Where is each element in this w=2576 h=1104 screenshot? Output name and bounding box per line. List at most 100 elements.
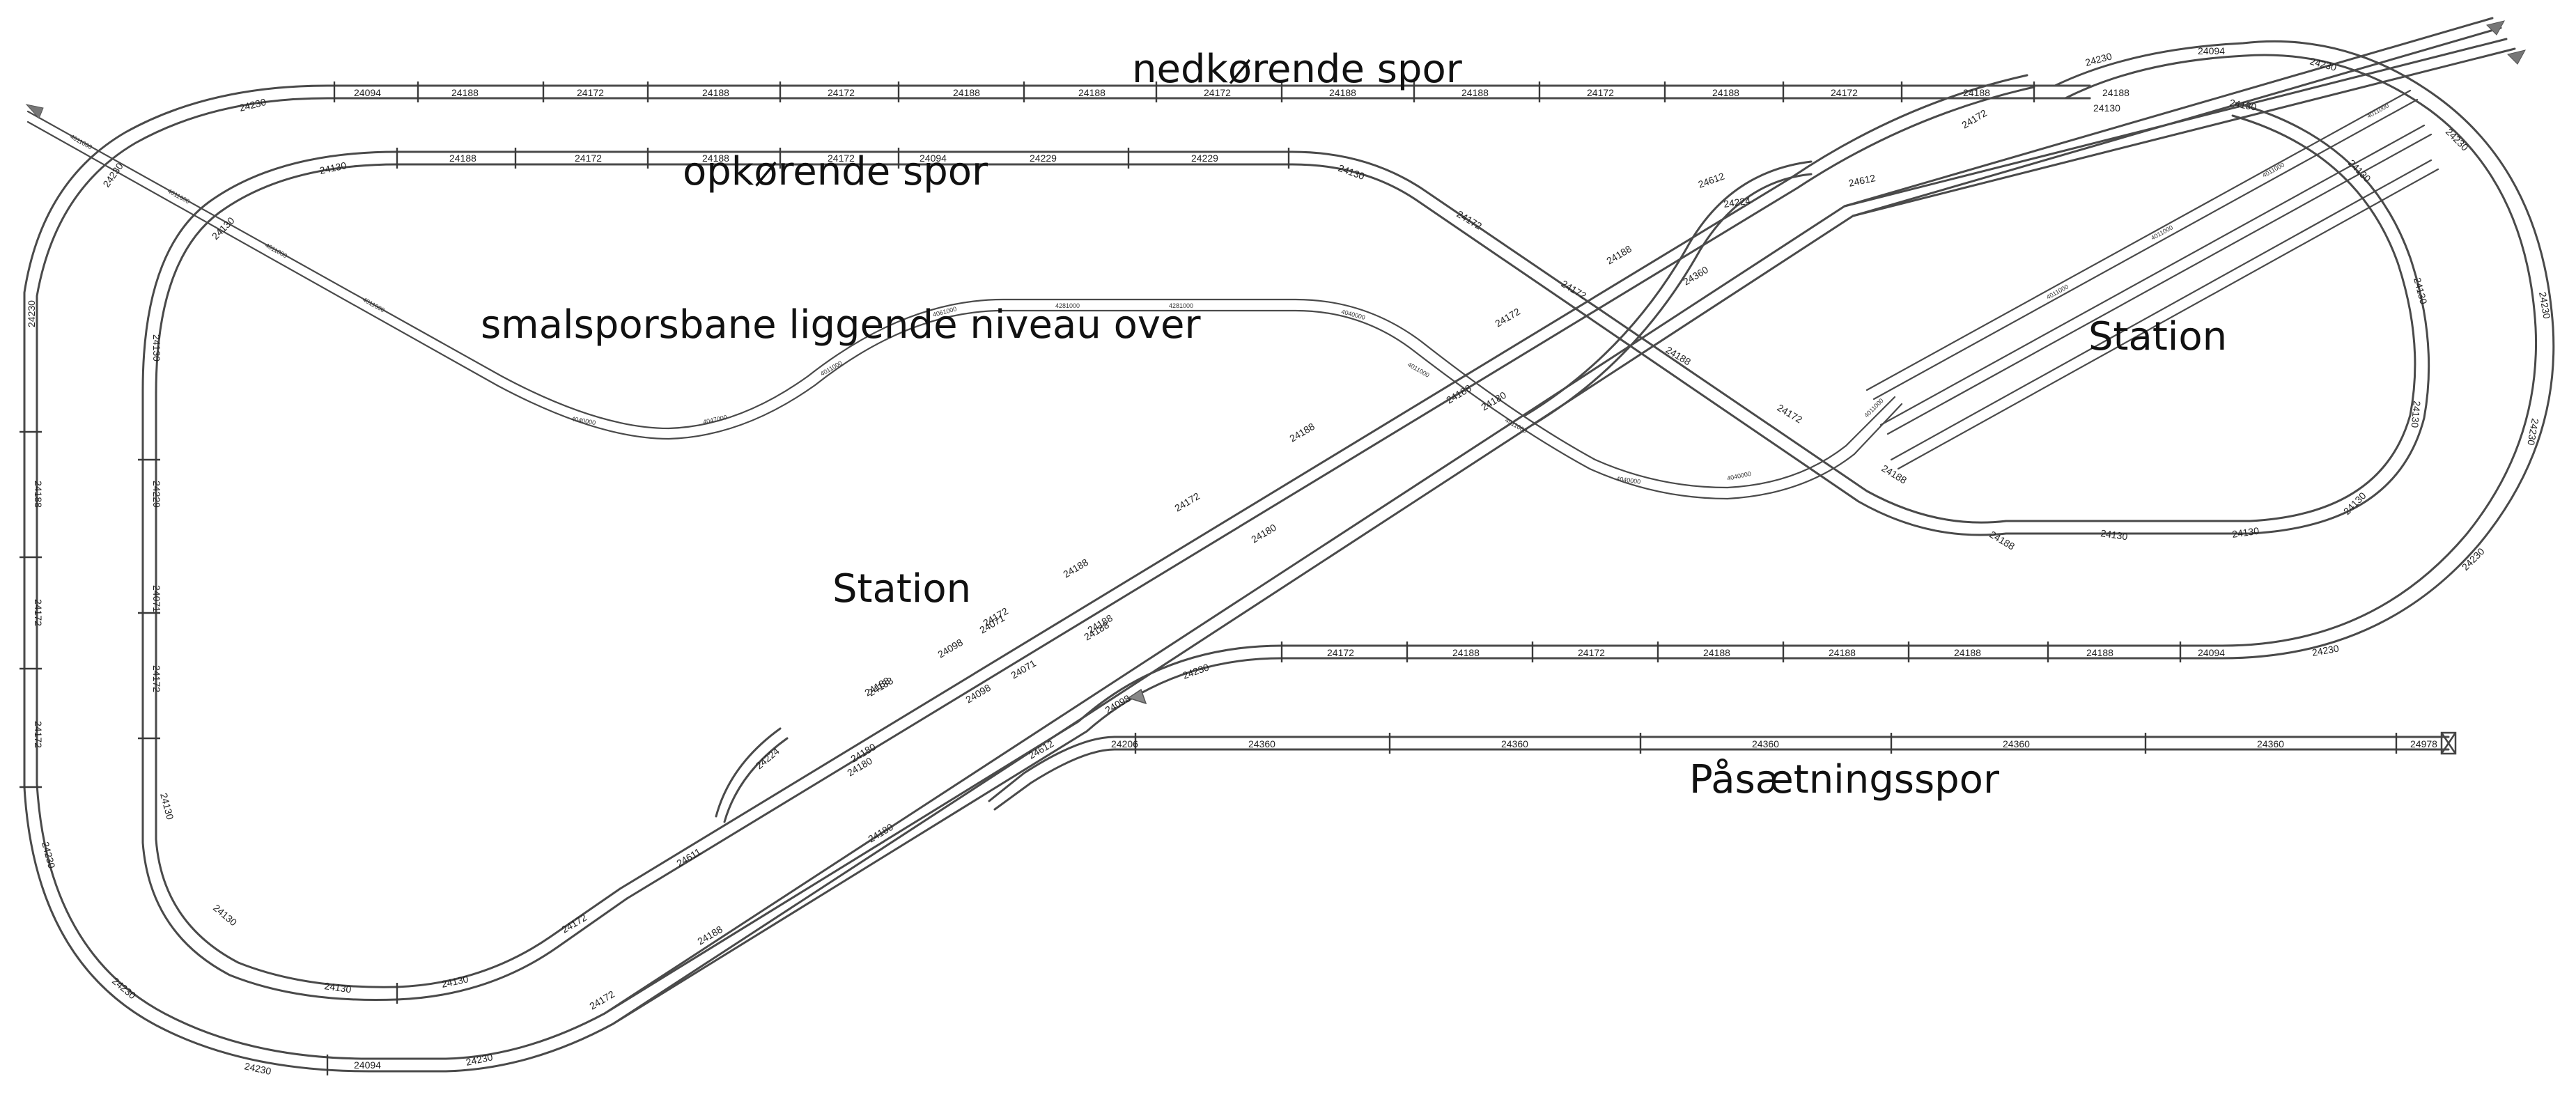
piece-label: 24230 xyxy=(243,1060,272,1077)
piece-label: 24188 xyxy=(953,87,980,98)
piece-label: 24172 xyxy=(1831,87,1858,98)
piece-label: 4040000 xyxy=(1726,470,1751,482)
piece-label: 24130 xyxy=(2093,102,2120,114)
piece-label: 24094 xyxy=(354,1059,381,1071)
piece-label: 24224 xyxy=(754,745,782,771)
piece-label: 24130 xyxy=(158,792,176,821)
station-label-center: Station xyxy=(832,566,971,612)
piece-label: 24172 xyxy=(33,599,44,626)
piece-label: 24188 xyxy=(1712,87,1739,98)
track-end-arrow-icon xyxy=(2507,49,2526,65)
piece-label: 24230 xyxy=(2525,417,2541,446)
piece-label: 24188 xyxy=(1987,529,2017,552)
piece-label: 24172 xyxy=(151,665,162,692)
piece-label: 24229 xyxy=(151,481,162,508)
piece-label: 24172 xyxy=(1578,647,1605,658)
piece-label: 24180 xyxy=(1249,522,1278,545)
piece-label: 4011000 xyxy=(69,133,93,150)
piece-label: 24612 xyxy=(1697,170,1726,189)
piece-label: 4281000 xyxy=(1169,302,1193,309)
piece-label: 24360 xyxy=(2257,738,2284,749)
piece-label: 24188 xyxy=(2086,647,2113,658)
section-ticks xyxy=(20,81,2398,1075)
piece-label: 24188 xyxy=(702,153,729,164)
piece-label: 24229 xyxy=(1191,153,1218,164)
piece-label: 24224 xyxy=(1723,195,1751,210)
piece-label: 4281000 xyxy=(1055,302,1080,309)
piece-label: 24188 xyxy=(1703,647,1730,658)
piece-label: 24188 xyxy=(1829,647,1856,658)
piece-labels: 24094 24188 24172 24188 24172 24188 2418… xyxy=(26,45,2553,1077)
piece-label: 24172 xyxy=(828,153,855,164)
piece-label: 24130 xyxy=(1337,162,1366,182)
right-station xyxy=(1865,89,2439,470)
piece-label: 24172 xyxy=(1559,278,1588,302)
piece-label: 24188 xyxy=(2102,87,2129,98)
piece-label: 24978 xyxy=(2410,738,2437,749)
piece-label: 24094 xyxy=(920,153,947,164)
piece-label: 24188 xyxy=(1329,87,1356,98)
piece-label: 24130 xyxy=(2100,527,2129,542)
piece-label: 24172 xyxy=(1327,647,1354,658)
piece-label: 24172 xyxy=(1172,490,1202,514)
piece-label: 24188 xyxy=(1963,87,1990,98)
outer-loop xyxy=(23,40,2555,1073)
narrow-gauge xyxy=(26,110,1903,500)
piece-label: 4047000 xyxy=(702,414,727,426)
piece-label: 24230 xyxy=(1181,661,1211,681)
piece-label: 24130 xyxy=(2410,401,2423,428)
piece-label: 24360 xyxy=(1752,738,1779,749)
piece-label: 24612 xyxy=(1847,172,1877,189)
station-label-right: Station xyxy=(2088,314,2227,359)
track-end-arrow-icon xyxy=(25,104,44,119)
piece-label: 4011000 xyxy=(2261,161,2286,178)
section-labels: nedkørende spor opkørende spor smalspors… xyxy=(481,47,2227,802)
piece-label: 24172 xyxy=(1775,402,1804,426)
piece-label: 24130 xyxy=(151,334,162,361)
piece-label: 24230 xyxy=(2311,642,2340,658)
piece-label: 24172 xyxy=(559,912,589,935)
piece-label: 4040000 xyxy=(1616,475,1641,485)
piece-label: 24130 xyxy=(440,973,470,990)
piece-label: 24130 xyxy=(318,160,348,176)
piece-label: 24611 xyxy=(674,846,703,869)
piece-label: 24180 xyxy=(866,821,895,845)
inner-loop xyxy=(141,102,2430,1002)
piece-label: 24188 xyxy=(1604,243,1634,267)
piece-label: 24360 xyxy=(1248,738,1275,749)
piece-label: 24188 xyxy=(1452,647,1480,658)
piece-label: 24130 xyxy=(2228,97,2257,113)
piece-label: 24172 xyxy=(1493,306,1522,329)
piece-label: 24188 xyxy=(33,481,44,508)
piece-label: 24206 xyxy=(1111,738,1138,749)
piece-label: 24360 xyxy=(1681,264,1710,288)
switch-marker-icon xyxy=(1127,688,1147,705)
piece-label: 24172 xyxy=(828,87,855,98)
piece-label: 24172 xyxy=(1587,87,1614,98)
piece-label: 24094 xyxy=(354,87,381,98)
piece-label: 24229 xyxy=(1030,153,1057,164)
piece-label: 24172 xyxy=(577,87,604,98)
piece-label: 24172 xyxy=(575,153,602,164)
piece-label: 24188 xyxy=(449,153,476,164)
piece-label: 24360 xyxy=(1501,738,1528,749)
piece-label: 24098 xyxy=(936,637,965,660)
piece-label: 24188 xyxy=(1078,87,1105,98)
piece-label: 24130 xyxy=(2231,525,2260,540)
piece-label: 24230 xyxy=(2444,126,2471,153)
narrow-gauge-label: smalsporsbane liggende niveau over xyxy=(481,302,1201,348)
piece-label: 24230 xyxy=(26,300,37,327)
piece-label: 4011000 xyxy=(1406,361,1431,379)
piece-label: 24360 xyxy=(2003,738,2030,749)
piece-label: 24130 xyxy=(2412,277,2430,306)
piece-label: 24172 xyxy=(33,721,44,748)
piece-label: 24188 xyxy=(1461,87,1489,98)
buffer-stop-icon xyxy=(2440,731,2457,755)
piece-label: 24172 xyxy=(1204,87,1231,98)
piece-label: 24188 xyxy=(451,87,479,98)
piece-label: 24130 xyxy=(324,980,352,995)
down-track-label: nedkørende spor xyxy=(1132,47,1463,92)
piece-label: 24230 xyxy=(238,96,267,114)
piece-label: 24230 xyxy=(465,1051,494,1068)
